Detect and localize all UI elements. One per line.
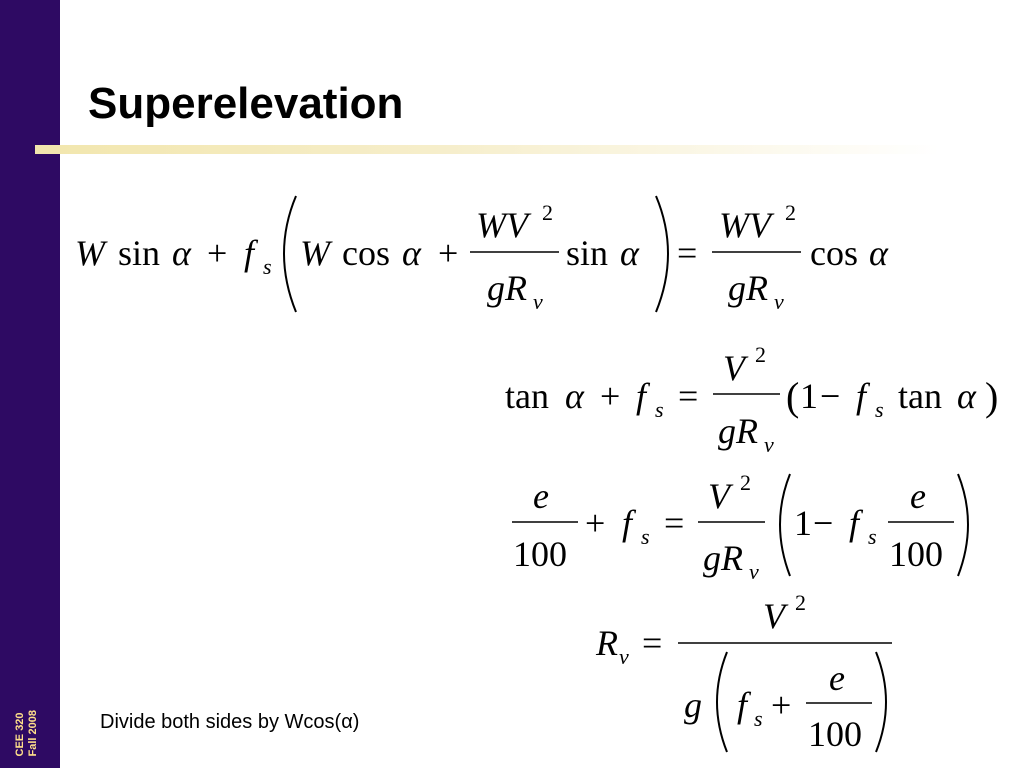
eq1-s: s: [263, 254, 272, 279]
eq2-left-paren: (: [786, 374, 799, 419]
eq2-one: 1: [800, 376, 818, 416]
eq4-g: g: [684, 685, 702, 725]
eq3-right-paren: [957, 473, 969, 577]
eq2-s2: s: [875, 397, 884, 422]
equation-2: tan α + f s = V 2 gR v ( 1 − f s tan α ): [505, 342, 998, 457]
slide-title: Superelevation: [88, 79, 404, 128]
eq1-f: f: [244, 233, 259, 273]
eq1-gR-den: gR: [487, 268, 527, 308]
eq3-s: s: [641, 524, 650, 549]
eq3-left-paren: [779, 473, 791, 577]
slide-caption: Divide both sides by Wcos(α): [100, 711, 360, 733]
eq3-e-num2: e: [910, 476, 926, 516]
eq1-equals: =: [677, 233, 697, 273]
eq1-plus: +: [207, 233, 227, 273]
eq4-hundred: 100: [808, 714, 862, 754]
eq2-tan2: tan: [898, 376, 942, 416]
eq3-sq: 2: [740, 470, 751, 495]
eq3-hundred2: 100: [889, 534, 943, 574]
eq2-V-num: V: [723, 348, 749, 388]
eq4-f: f: [737, 685, 752, 725]
eq4-equals: =: [642, 623, 662, 663]
eq4-left-paren: [716, 651, 728, 753]
eq1-right-paren: [655, 195, 669, 313]
eq1-alpha3: α: [620, 233, 640, 273]
eq1-W: W: [75, 233, 108, 273]
eq4-right-paren: [875, 651, 887, 753]
eq1-alpha: α: [172, 233, 192, 273]
eq3-s2: s: [868, 524, 877, 549]
eq3-plus: +: [585, 503, 605, 543]
eq3-V-num: V: [708, 476, 734, 516]
eq2-sq: 2: [755, 342, 766, 367]
eq1-plus2: +: [438, 233, 458, 273]
eq3-one: 1: [794, 503, 812, 543]
eq3-f: f: [622, 503, 637, 543]
title-underline: [35, 145, 940, 154]
eq4-v: v: [619, 644, 629, 669]
equation-1: W sin α + f s W cos α + WV 2 gR v sin α …: [75, 195, 889, 314]
eq1-sin: sin: [118, 233, 160, 273]
eq3-gR-den: gR: [703, 538, 743, 578]
eq1-alpha4: α: [869, 233, 889, 273]
eq1-sq: 2: [542, 200, 553, 225]
eq2-equals: =: [678, 376, 698, 416]
eq2-minus: −: [820, 376, 840, 416]
eq3-minus: −: [813, 503, 833, 543]
eq1-cos: cos: [342, 233, 390, 273]
eq1-W2: W: [300, 233, 333, 273]
eq2-gR-den: gR: [718, 411, 758, 451]
eq1-v: v: [533, 289, 543, 314]
eq2-tan: tan: [505, 376, 549, 416]
eq2-f: f: [636, 376, 651, 416]
eq3-hundred: 100: [513, 534, 567, 574]
eq3-equals: =: [664, 503, 684, 543]
eq2-v: v: [764, 432, 774, 457]
eq3-v: v: [749, 559, 759, 584]
eq2-plus: +: [600, 376, 620, 416]
eq2-s: s: [655, 397, 664, 422]
equation-4: R v = V 2 g f s + e 100: [595, 590, 892, 754]
eq2-right-paren: ): [985, 374, 998, 419]
eq1-gR-den2: gR: [728, 268, 768, 308]
eq2-f2: f: [856, 376, 871, 416]
eq4-plus: +: [771, 685, 791, 725]
eq4-R: R: [595, 623, 618, 663]
eq1-cos2: cos: [810, 233, 858, 273]
eq1-WV-num2: WV: [719, 205, 775, 245]
eq4-s: s: [754, 706, 763, 731]
eq1-sin2: sin: [566, 233, 608, 273]
eq1-v2: v: [774, 289, 784, 314]
eq1-left-paren: [283, 195, 297, 313]
eq3-e-num: e: [533, 476, 549, 516]
eq1-alpha2: α: [402, 233, 422, 273]
eq1-sq2: 2: [785, 200, 796, 225]
eq4-V-num: V: [763, 596, 789, 636]
equation-3: e 100 + f s = V 2 gR v 1 − f s e 100: [512, 470, 969, 584]
eq3-f2: f: [849, 503, 864, 543]
eq4-sq: 2: [795, 590, 806, 615]
eq2-alpha2: α: [957, 376, 977, 416]
eq1-WV-num: WV: [476, 205, 532, 245]
sidebar: CEE 320 Fall 2008: [0, 0, 60, 768]
eq2-alpha: α: [565, 376, 585, 416]
eq4-e-num: e: [829, 658, 845, 698]
